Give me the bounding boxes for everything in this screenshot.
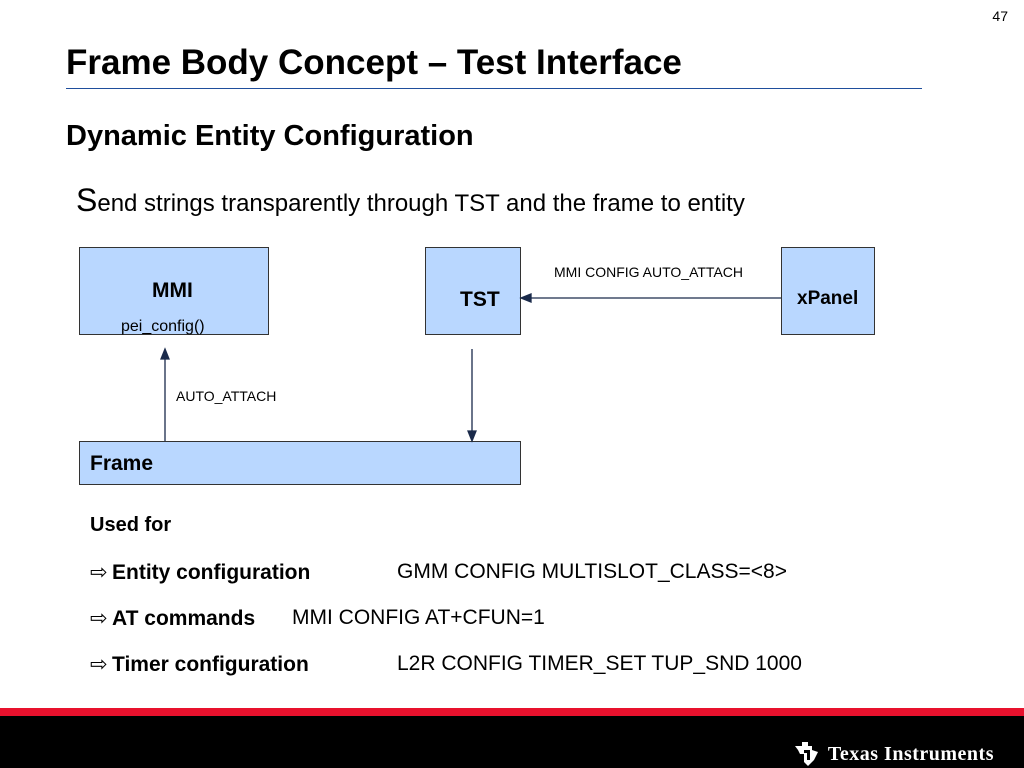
used-for-item: ⇨AT commands MMI CONFIG AT+CFUN=1 <box>90 606 545 631</box>
mmi-label: MMI <box>152 279 193 302</box>
xpanel-box <box>781 247 875 335</box>
frame-box <box>79 441 521 485</box>
right-arrow-icon: ⇨ <box>90 653 108 676</box>
intro-rest: end strings transparently through TST an… <box>97 190 745 217</box>
item-name: Timer configuration <box>112 653 309 676</box>
right-arrow-icon: ⇨ <box>90 607 108 630</box>
xpanel-label: xPanel <box>797 288 859 309</box>
mmi-sublabel: pei_config() <box>121 318 205 335</box>
tst-box <box>425 247 521 335</box>
slide-subtitle: Dynamic Entity Configuration <box>66 120 474 152</box>
footer-accent-line <box>0 708 1024 716</box>
ti-logo: Texas Instruments <box>792 740 994 768</box>
item-name: Entity configuration <box>112 561 311 584</box>
mmi-box <box>79 247 269 335</box>
item-value: GMM CONFIG MULTISLOT_CLASS=<8> <box>397 560 787 583</box>
slide-title: Frame Body Concept – Test Interface <box>66 43 682 82</box>
right-arrow-icon: ⇨ <box>90 561 108 584</box>
arrowhead-mmi <box>160 347 170 360</box>
footer-bar: Texas Instruments <box>0 716 1024 768</box>
ti-logo-text: Texas Instruments <box>827 742 994 765</box>
item-value: MMI CONFIG AT+CFUN=1 <box>292 606 545 629</box>
frame-label: Frame <box>90 452 154 475</box>
page-number: 47 <box>992 8 1008 24</box>
used-for-item: ⇨Timer configuration L2R CONFIG TIMER_SET… <box>90 652 802 677</box>
arrowhead-tst <box>519 293 532 303</box>
intro-text: Send strings transparently through TST a… <box>76 182 745 219</box>
title-divider <box>66 88 922 89</box>
item-name: AT commands <box>112 607 256 630</box>
used-for-item: ⇨Entity configuration GMM CONFIG MULTISLO… <box>90 560 787 585</box>
intro-first-letter: S <box>76 182 98 218</box>
tst-label: TST <box>460 288 500 311</box>
ti-logo-icon <box>794 742 818 766</box>
edge-label-xpanel-tst: MMI CONFIG AUTO_ATTACH <box>554 264 744 280</box>
item-value: L2R CONFIG TIMER_SET TUP_SND 1000 <box>397 652 802 675</box>
edge-label-frame-mmi: AUTO_ATTACH <box>176 388 277 404</box>
used-for-heading: Used for <box>90 514 172 536</box>
arrowhead-frame <box>467 430 477 443</box>
